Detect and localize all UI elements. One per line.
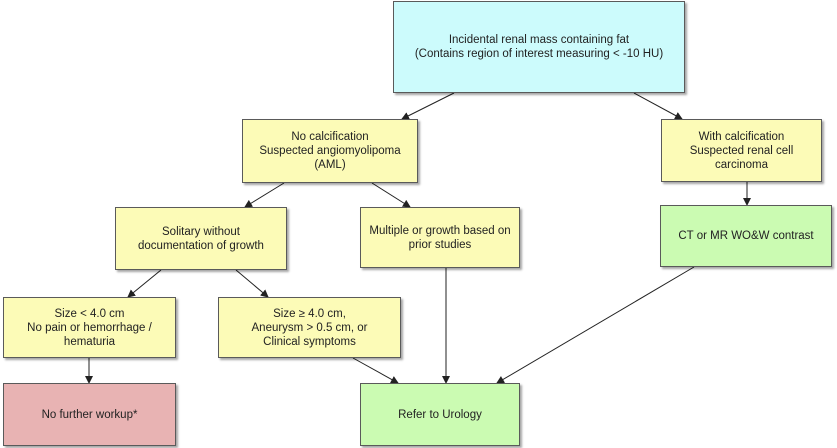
node-no-further-workup: No further workup* [3,383,176,446]
arrow-ct-to-urology [496,266,695,384]
node-with-calcification-rcc: With calcification Suspected renal cell … [661,119,822,182]
arrow-solitary-to-small [127,269,162,298]
node-solitary-without-growth: Solitary without documentation of growth [115,207,287,270]
node-size-4cm-or-more: Size ≥ 4.0 cm, Aneurysm > 0.5 cm, or Cli… [218,297,401,358]
node-refer-to-urology: Refer to Urology [360,383,520,446]
arrow-aml-to-solitary [244,182,285,208]
arrow-large-to-urology [352,357,399,384]
arrow-root-to-aml [401,92,455,120]
node-ct-or-mr-contrast: CT or MR WO&W contrast [660,205,832,267]
arrow-root-to-rcc [633,92,683,120]
arrow-aml-to-multiple [371,182,411,208]
node-no-calcification-aml: No calcification Suspected angiomyolipom… [242,119,418,183]
arrow-solitary-to-large [235,269,269,298]
node-size-under-4cm: Size < 4.0 cm No pain or hemorrhage / he… [3,297,176,358]
node-multiple-or-growth: Multiple or growth based on prior studie… [360,207,520,268]
node-incidental-renal-mass: Incidental renal mass containing fat (Co… [393,1,685,93]
